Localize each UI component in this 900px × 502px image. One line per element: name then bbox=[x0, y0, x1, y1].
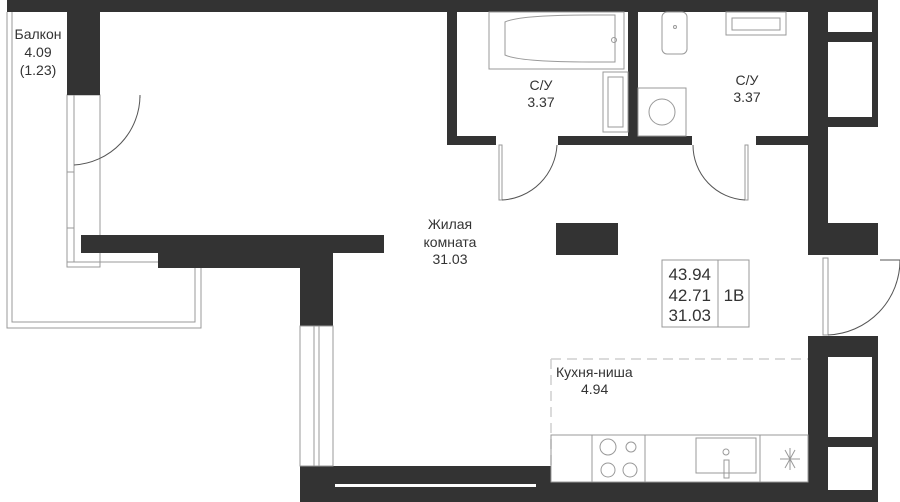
room-area: 31.03 bbox=[432, 251, 467, 267]
toilet bbox=[661, 11, 688, 55]
bath-sink bbox=[602, 71, 629, 133]
doors bbox=[498, 144, 900, 336]
bathroom2-label: С/У 3.37 bbox=[733, 72, 760, 105]
room-name: С/У bbox=[530, 77, 553, 93]
room-name: комната bbox=[424, 234, 477, 250]
room-area: 3.37 bbox=[733, 89, 760, 105]
windows bbox=[299, 12, 872, 490]
living-room-label: Жилая комната 31.03 bbox=[424, 216, 477, 267]
area-without-balcony: 42.71 bbox=[668, 286, 711, 305]
washing-machine bbox=[637, 87, 687, 137]
unit-type: 1В bbox=[724, 286, 745, 305]
kitchen-area bbox=[550, 358, 809, 483]
room-area: 3.37 bbox=[527, 94, 554, 110]
balcony-door-swing bbox=[73, 94, 141, 166]
room-name: С/У bbox=[736, 72, 759, 88]
apartment-summary: 43.94 42.71 31.03 1В bbox=[661, 259, 750, 328]
living-area: 31.03 bbox=[668, 306, 711, 325]
wc-sink bbox=[725, 11, 787, 36]
balcony-outline bbox=[6, 12, 202, 329]
room-area: 4.09 bbox=[24, 44, 51, 60]
room-name: Кухня-ниша bbox=[556, 364, 633, 380]
room-reduced-area: (1.23) bbox=[20, 62, 57, 78]
kitchen-label: Кухня-ниша 4.94 bbox=[556, 364, 633, 397]
room-name: Балкон bbox=[15, 26, 62, 42]
balcony-label: Балкон 4.09 (1.23) bbox=[15, 26, 62, 78]
room-name: Жилая bbox=[428, 216, 472, 232]
room-area: 4.94 bbox=[581, 381, 608, 397]
total-area: 43.94 bbox=[668, 265, 711, 284]
bathroom1-label: С/У 3.37 bbox=[527, 77, 554, 110]
bathtub bbox=[488, 11, 625, 70]
